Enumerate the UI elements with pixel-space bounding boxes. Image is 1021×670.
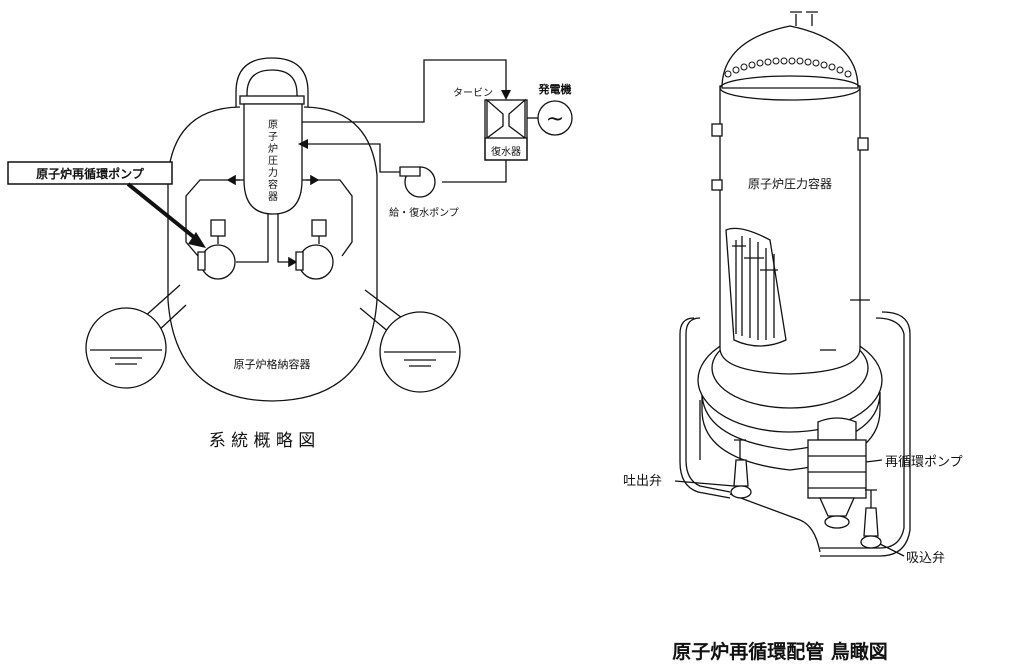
- rpv-label-char: 容: [268, 178, 278, 191]
- birdseye-view: 原子炉圧力容器 再循環ポンプ 吐出弁 吸込弁 原子炉再循環配管 鳥瞰図: [623, 11, 963, 663]
- containment-label: 原子炉格納容器: [234, 357, 311, 371]
- recirculation-loop-left: [185, 174, 269, 280]
- rpv-label-char: 原: [268, 119, 278, 131]
- steam-line: [302, 59, 511, 123]
- suppression-pool-left: [85, 307, 167, 389]
- rpv-flange: [239, 95, 305, 105]
- recirc-pump-3d: [807, 417, 867, 529]
- discharge-valve: [730, 439, 752, 499]
- system-schematic: 原 子 炉 圧 力 容 器: [7, 57, 573, 451]
- vessel-label: 原子炉圧力容器: [748, 176, 832, 191]
- feedwater-line: [298, 139, 507, 198]
- discharge-valve-label: 吐出弁: [623, 474, 662, 489]
- recirc-pump-callout-label: 原子炉再循環ポンプ: [36, 166, 145, 181]
- rpv-label-char: 力: [268, 166, 278, 179]
- vessel-cutaway: [725, 227, 787, 347]
- suction-valve-label: 吸込弁: [906, 551, 945, 566]
- generator-label: 発電機: [538, 82, 572, 96]
- birdseye-title: 原子炉再循環配管 鳥瞰図: [672, 640, 888, 663]
- rpv-label-char: 器: [268, 191, 278, 203]
- recirc-pump-motor-right: [311, 219, 327, 237]
- turbine: [484, 98, 528, 161]
- pool-connector-left: [142, 284, 181, 319]
- recirc-pump-callout-box: [7, 161, 173, 185]
- generator: [537, 100, 573, 136]
- rpv-label: 原 子 炉 圧 力 容 器: [268, 119, 278, 203]
- callout-arrow: [126, 182, 202, 244]
- recirc-pump-motor-left: [210, 219, 226, 237]
- feed-pump-label: 給・復水ポンプ: [389, 206, 459, 219]
- suction-valve: [860, 489, 882, 549]
- bolt-ring: [724, 57, 852, 78]
- turbine-label: タービン: [453, 87, 493, 99]
- reactor-pressure-vessel: [243, 103, 303, 215]
- recirc-pump-right: [298, 244, 334, 280]
- recirc-pump-3d-label: 再循環ポンプ: [885, 455, 963, 470]
- recirculation-loop-right: [277, 174, 353, 280]
- rpv-label-char: 圧: [268, 156, 278, 167]
- rpv-label-char: 子: [268, 131, 278, 143]
- vessel-dome: [721, 25, 859, 89]
- jet-pumps: [732, 236, 778, 340]
- recirc-pump-left: [200, 244, 236, 280]
- generator-symbol: ~: [546, 107, 564, 132]
- system-diagram-title: 系 統 概 略 図: [209, 431, 316, 451]
- rpv-label-char: 炉: [268, 143, 278, 155]
- condenser-label: 復水器: [491, 145, 521, 158]
- containment-dome: [235, 57, 309, 107]
